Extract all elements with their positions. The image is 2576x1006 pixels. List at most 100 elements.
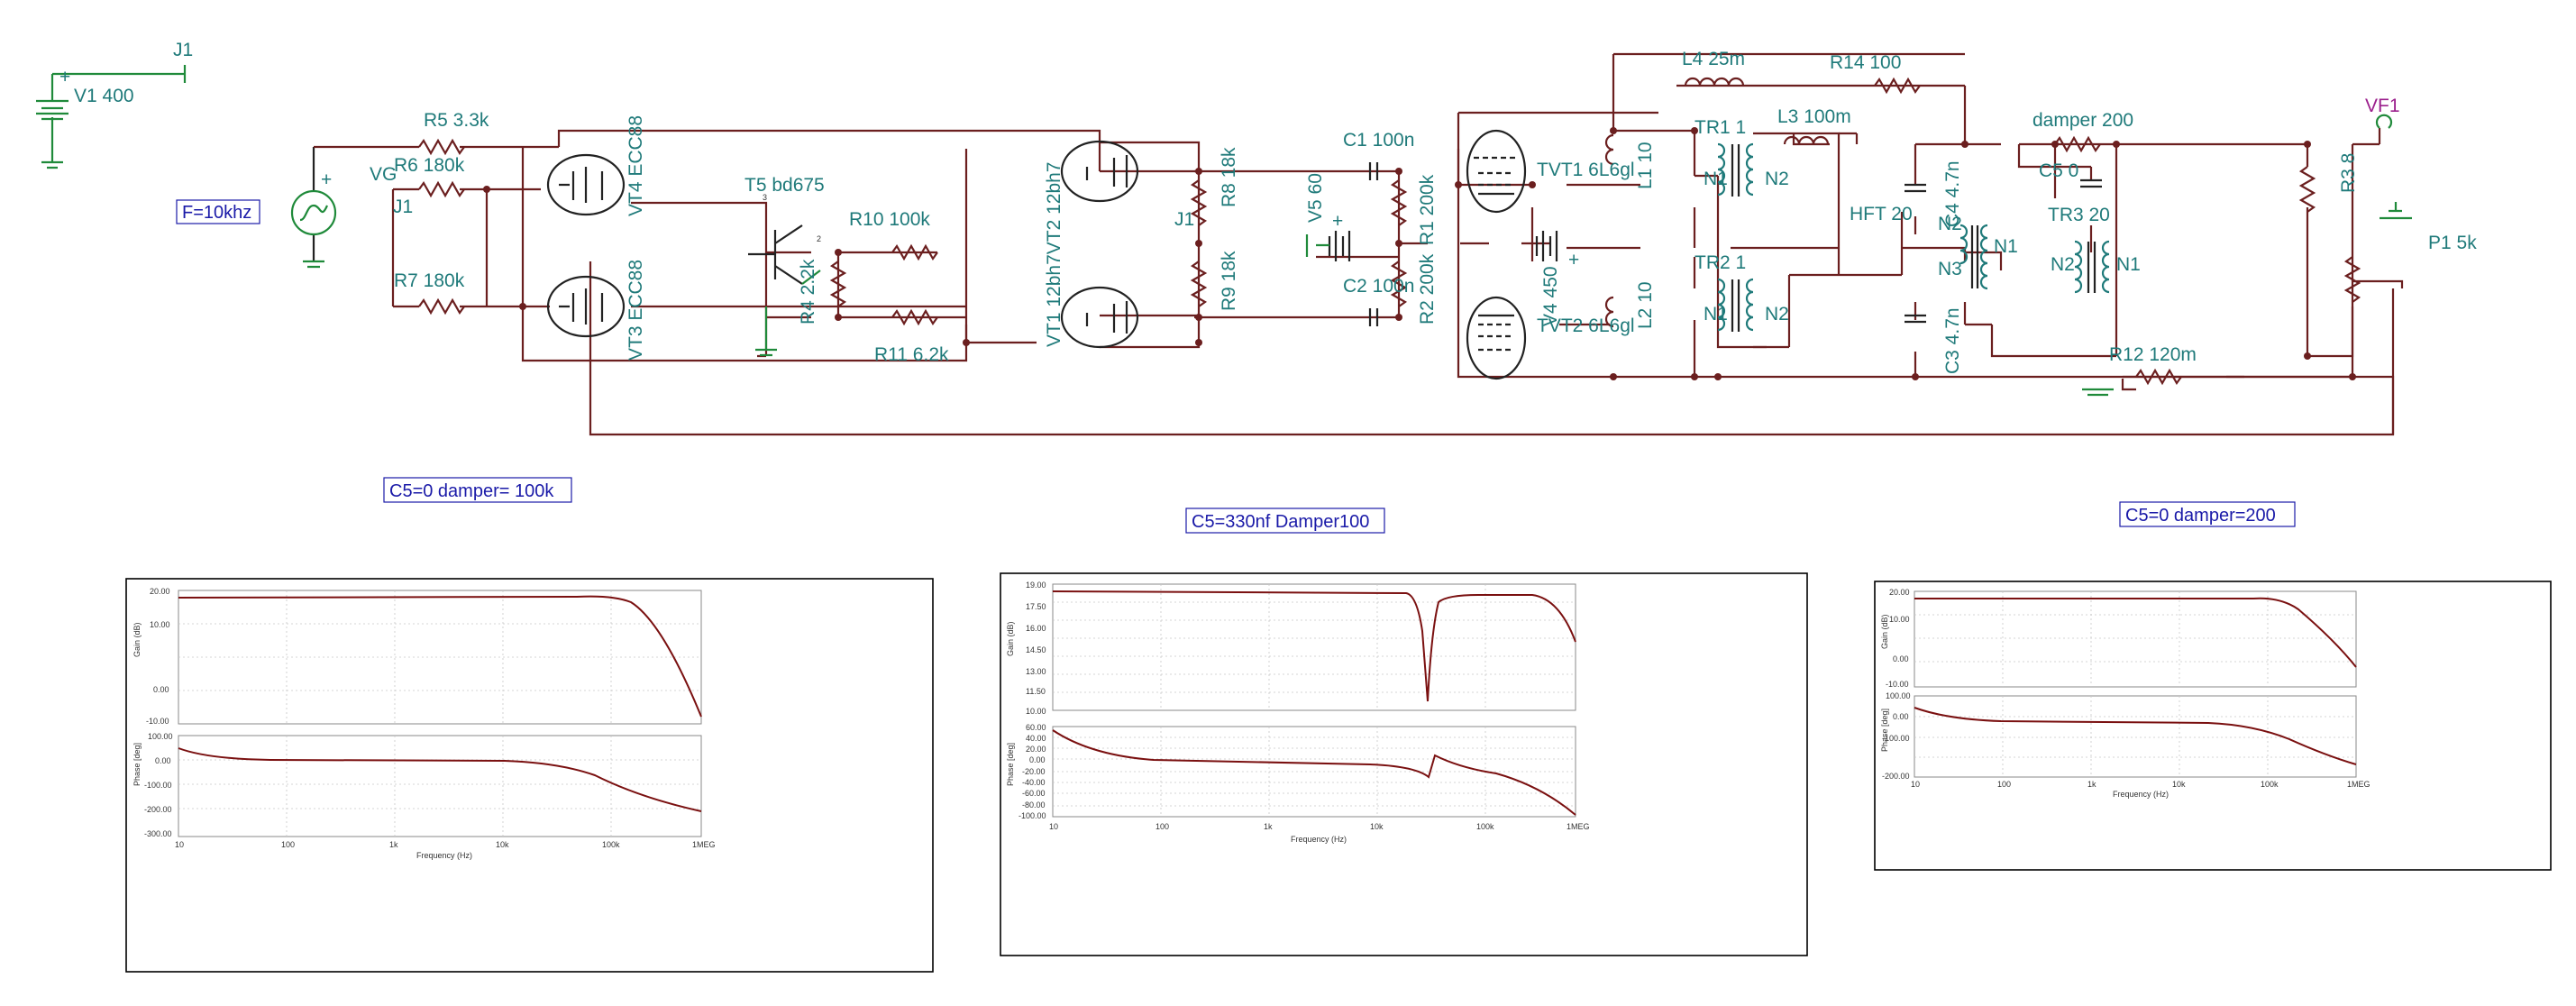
- plot2-grid: [1053, 584, 1576, 817]
- svg-text:-100.00: -100.00: [1882, 734, 1910, 743]
- svg-text:-80.00: -80.00: [1022, 800, 1046, 809]
- plot1-phase-panel: [178, 735, 702, 837]
- svg-text:10: 10: [175, 840, 184, 849]
- svg-text:10: 10: [1911, 780, 1920, 789]
- svg-text:60.00: 60.00: [1026, 723, 1046, 732]
- svg-text:14.50: 14.50: [1026, 645, 1046, 654]
- plot3-gain-panel: [1914, 590, 2357, 688]
- plot1-caption: C5=0 damper= 100k: [389, 481, 554, 501]
- svg-text:N3: N3: [1938, 259, 1962, 279]
- resistor-r9: [1190, 261, 1208, 307]
- tube-vt2: [1060, 140, 1139, 203]
- svg-text:+: +: [1568, 250, 1579, 270]
- svg-text:20.00: 20.00: [1889, 588, 1910, 597]
- resistor-r4: [829, 261, 847, 307]
- svg-text:1k: 1k: [389, 840, 398, 849]
- svg-text:0.00: 0.00: [155, 756, 171, 765]
- svg-text:100: 100: [1997, 780, 2011, 789]
- svg-text:10k: 10k: [1370, 822, 1384, 831]
- label-r14: R14 100: [1830, 52, 1901, 73]
- label-vt1: VT1 12bh7VT2 12bh7: [1044, 162, 1064, 348]
- plot3-gain-curve: [1914, 597, 2357, 668]
- svg-text:1MEG: 1MEG: [692, 840, 716, 849]
- svg-text:20.00: 20.00: [150, 587, 170, 596]
- svg-text:3: 3: [763, 193, 767, 202]
- svg-text:10: 10: [1049, 822, 1058, 831]
- label-hft: HFT 20: [1850, 204, 1913, 224]
- svg-text:Gain (dB): Gain (dB): [1006, 621, 1015, 656]
- svg-text:-40.00: -40.00: [1022, 778, 1046, 787]
- svg-text:+: +: [1332, 211, 1343, 232]
- label-l4: L4 25m: [1682, 49, 1745, 69]
- svg-text:10.00: 10.00: [1026, 707, 1046, 716]
- inductor-l1: [1604, 133, 1614, 166]
- junction-dots: [483, 127, 2356, 380]
- svg-text:10.00: 10.00: [150, 620, 170, 629]
- label-c3: C3 4.7n: [1942, 307, 1963, 374]
- transistor-t5: [748, 224, 821, 357]
- svg-text:10k: 10k: [2172, 780, 2186, 789]
- label-tr3: TR3 20: [2048, 205, 2110, 225]
- capacitors: [1368, 162, 2102, 326]
- label-l2: L2 10: [1635, 281, 1656, 329]
- svg-text:-100.00: -100.00: [1019, 811, 1046, 820]
- label-damper: damper 200: [2032, 110, 2133, 131]
- label-r7: R7 180k: [394, 270, 465, 291]
- svg-text:N1: N1: [1994, 236, 2018, 257]
- plot2-caption: C5=330nf Damper100: [1192, 512, 1369, 532]
- label-r2: R2 200k: [1417, 253, 1438, 325]
- batteries: [1305, 231, 1558, 261]
- svg-text:N1: N1: [2116, 254, 2141, 275]
- svg-text:Phase [deg]: Phase [deg]: [1880, 709, 1889, 752]
- svg-text:20.00: 20.00: [1026, 745, 1046, 754]
- svg-text:0.00: 0.00: [1029, 755, 1046, 764]
- resistor-damper: [2054, 135, 2101, 153]
- svg-text:Frequency (Hz): Frequency (Hz): [1291, 835, 1347, 844]
- svg-text:1MEG: 1MEG: [2347, 780, 2370, 789]
- label-p1: P1 5k: [2428, 233, 2477, 253]
- svg-text:10.00: 10.00: [1889, 615, 1910, 624]
- bode-plot-2: Gain (dB) Phase [deg] 19.00 17.50 16.00 …: [1000, 572, 1808, 956]
- tubes: [546, 129, 1527, 380]
- vf1-connector[interactable]: [2375, 114, 2393, 129]
- svg-text:1k: 1k: [1264, 822, 1273, 831]
- svg-text:100k: 100k: [2261, 780, 2279, 789]
- plot2-phase-curve: [1052, 729, 1576, 816]
- plot3-caption: C5=0 damper=200: [2125, 506, 2276, 526]
- resistor-r7: [418, 297, 465, 316]
- transformer-tr2: [1717, 278, 1754, 332]
- svg-text:1k: 1k: [2087, 780, 2096, 789]
- svg-text:-20.00: -20.00: [1022, 767, 1046, 776]
- svg-text:10k: 10k: [496, 840, 509, 849]
- tube-vt4: [546, 153, 626, 216]
- label-l3: L3 100m: [1777, 106, 1851, 127]
- resistor-r10: [891, 243, 938, 261]
- label-v1: V1 400: [74, 86, 134, 106]
- svg-text:N2: N2: [1765, 169, 1789, 189]
- inductor-l3: [1783, 135, 1830, 145]
- label-v4: V4 450: [1540, 266, 1561, 326]
- transformer-tr1: [1717, 142, 1754, 197]
- capacitor-c2: [1368, 308, 1379, 326]
- tube-vt1: [1060, 286, 1139, 349]
- svg-text:+: +: [321, 169, 332, 190]
- svg-text:19.00: 19.00: [1026, 581, 1046, 590]
- inductor-l2: [1604, 296, 1614, 328]
- label-r3: R3 8: [2338, 153, 2359, 193]
- tube-tvt2: [1466, 296, 1527, 380]
- resistor-r12: [2135, 368, 2182, 386]
- label-c5: C5 0: [2039, 160, 2078, 181]
- label-c4: C4 4.7n: [1942, 160, 1963, 227]
- svg-text:Gain (dB): Gain (dB): [132, 622, 142, 657]
- label-tvt1: TVT1 6L6gl: [1537, 160, 1635, 180]
- svg-text:-60.00: -60.00: [1022, 789, 1046, 798]
- svg-text:Gain (dB): Gain (dB): [1880, 614, 1889, 649]
- resistor-r11: [891, 308, 938, 326]
- label-r9: R9 18k: [1219, 251, 1239, 311]
- svg-text:17.50: 17.50: [1026, 602, 1046, 611]
- label-tvt2: TVT2 6L6gl: [1537, 316, 1635, 336]
- svg-text:-200.00: -200.00: [1882, 772, 1910, 781]
- tube-vt3: [546, 275, 626, 338]
- svg-text:2: 2: [817, 234, 821, 243]
